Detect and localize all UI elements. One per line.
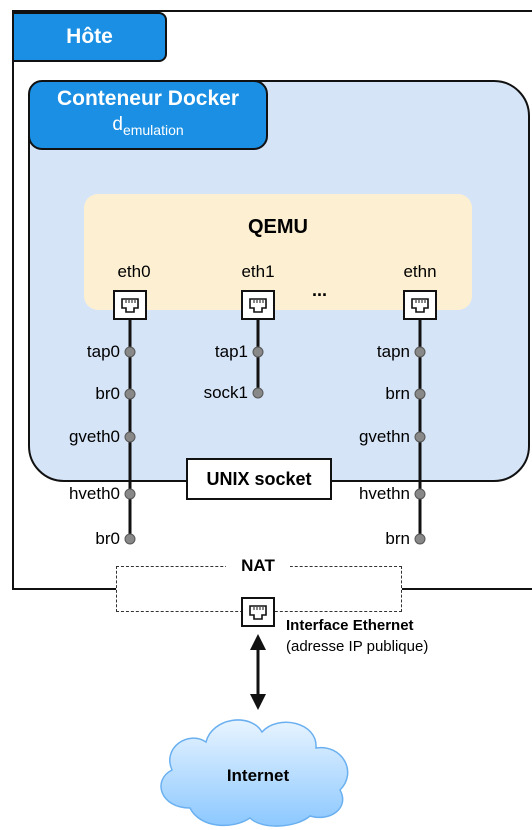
tap1-dot (252, 346, 264, 358)
docker-tab: Conteneur Docker demulation (28, 80, 268, 150)
hvethn-label: hvethn (358, 484, 410, 503)
hveth0-label: hveth0 (68, 484, 120, 503)
gvethn-label: gvethn (358, 427, 410, 446)
docker-subtitle-sub: emulation (122, 122, 184, 138)
docker-title: Conteneur Docker (56, 87, 240, 110)
bidirectional-arrow-icon (250, 634, 266, 710)
brn-inner-label: brn (385, 384, 410, 403)
internet-label: Internet (226, 766, 290, 785)
hveth0-dot (124, 488, 136, 500)
eth0-label: eth0 (117, 262, 151, 281)
tap1-label: tap1 (214, 342, 248, 361)
eth0-port-icon (113, 290, 147, 320)
qemu-ellipsis: ... (312, 280, 328, 300)
br0-inner-label: br0 (95, 384, 120, 403)
docker-subtitle-main: d (112, 114, 123, 135)
br0-host-dot (124, 533, 136, 545)
br0-inner-dot (124, 388, 136, 400)
qemu-label: QEMU (248, 216, 308, 238)
internet-cloud-icon (160, 719, 349, 827)
ethernet-interface-title: Interface Ethernet (286, 617, 414, 634)
tapn-label: tapn (376, 342, 410, 361)
nat-label: NAT (226, 556, 290, 576)
ethernet-interface-subtitle: (adresse IP publique) (286, 638, 429, 655)
brn-host-label: brn (385, 529, 410, 548)
ethn-port-icon (403, 290, 437, 320)
hvethn-dot (414, 488, 426, 500)
eth1-label: eth1 (241, 262, 275, 281)
unix-socket-box: UNIX socket (186, 458, 332, 500)
gveth0-label: gveth0 (68, 427, 120, 446)
docker-subtitle: demulation (30, 114, 266, 138)
brn-host-dot (414, 533, 426, 545)
sock1-dot (252, 387, 264, 399)
ethn-label: ethn (403, 262, 437, 281)
brn-inner-dot (414, 388, 426, 400)
tapn-dot (414, 346, 426, 358)
tap0-label: tap0 (86, 342, 120, 361)
tap0-dot (124, 346, 136, 358)
host-label: Hôte (12, 12, 167, 62)
gveth0-dot (124, 431, 136, 443)
br0-host-label: br0 (95, 529, 120, 548)
sock1-label: sock1 (203, 383, 248, 402)
ethernet-port-icon (241, 597, 275, 627)
gvethn-dot (414, 431, 426, 443)
eth1-port-icon (241, 290, 275, 320)
